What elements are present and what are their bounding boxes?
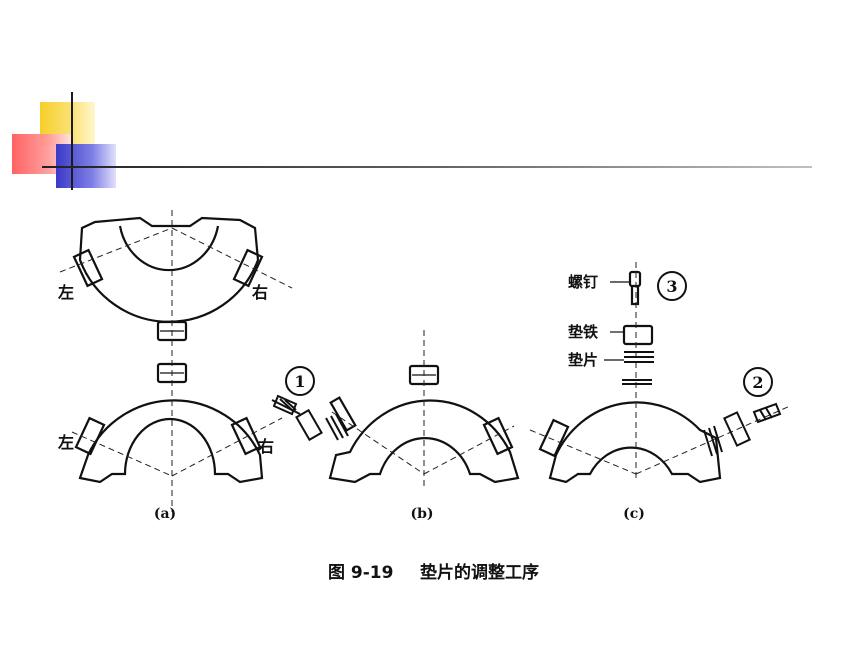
- figure-number: 图 9-19: [328, 563, 393, 583]
- step-2-label: 2: [752, 373, 763, 392]
- label-left-top: 左: [57, 283, 74, 302]
- step-3-label: 3: [666, 277, 677, 296]
- label-right-top: 右: [252, 283, 268, 302]
- step-1-circle: [285, 366, 315, 396]
- label-right-bottom: 右: [258, 437, 274, 456]
- label-left-bottom: 左: [57, 433, 74, 452]
- title-underline: [42, 166, 812, 168]
- subfigure-a-label: (a): [154, 506, 176, 522]
- step-2-circle: [743, 367, 773, 397]
- leader-lines: [604, 281, 630, 361]
- decor-vertical-line: [71, 92, 73, 190]
- label-screw: 螺钉: [568, 273, 598, 291]
- label-shim-iron: 垫铁: [568, 323, 598, 341]
- step-1-label: 1: [294, 372, 305, 391]
- label-shim: 垫片: [568, 351, 598, 369]
- subfigure-c-label: (c): [623, 506, 645, 522]
- figure-c-bearing: [538, 270, 722, 484]
- figure-title: 垫片的调整工序: [420, 562, 539, 583]
- step-3-circle: [657, 271, 687, 301]
- figure-c-shim-stack: [703, 402, 782, 457]
- figure-a-top-bearing: [72, 216, 264, 342]
- figure-c-top-shims: [622, 351, 654, 385]
- figure-b-shim-stack: [271, 394, 349, 442]
- subfigure-b-label: (b): [410, 506, 433, 522]
- figure-a-bottom-bearing: [74, 362, 264, 484]
